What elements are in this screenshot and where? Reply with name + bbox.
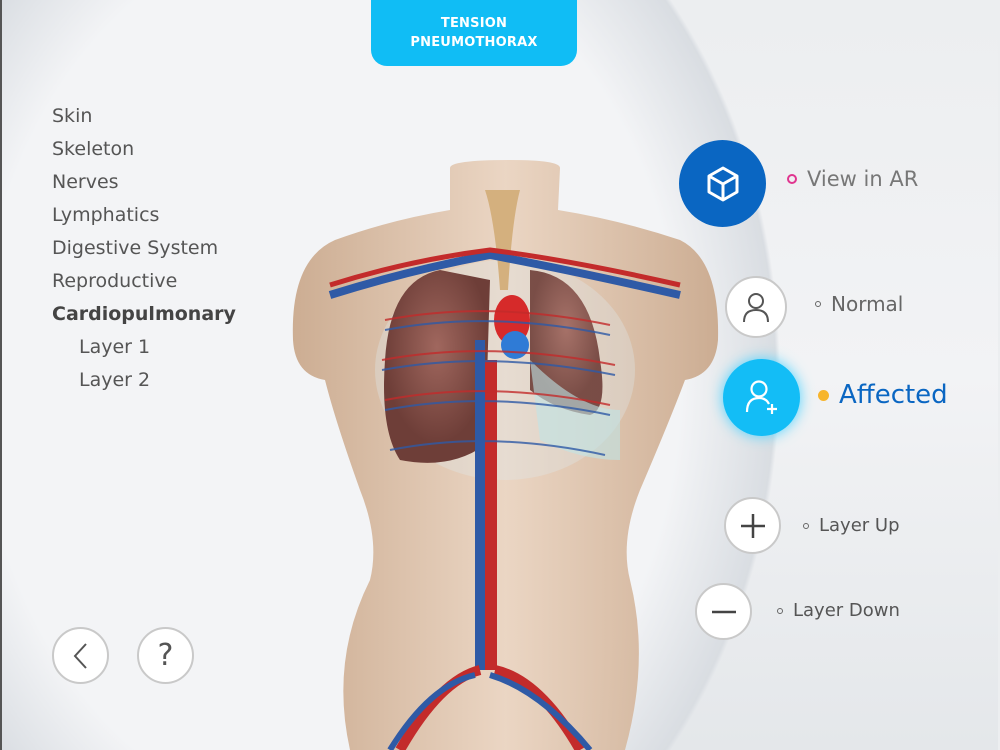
system-menu: Skin Skeleton Nerves Lymphatics Digestiv… xyxy=(52,103,236,400)
menu-item-nerves[interactable]: Nerves xyxy=(52,171,119,193)
affected-label[interactable]: Affected xyxy=(818,380,948,410)
menu-item-cardiopulmonary[interactable]: Cardiopulmonary xyxy=(52,303,236,325)
layer-down-text: Layer Down xyxy=(793,600,900,621)
affected-button[interactable] xyxy=(723,359,800,436)
back-button[interactable] xyxy=(52,627,109,684)
layer-up-button[interactable] xyxy=(724,497,781,554)
view-in-ar-text: View in AR xyxy=(807,167,919,191)
layer-up-text: Layer Up xyxy=(819,515,900,536)
normal-text: Normal xyxy=(831,292,904,316)
heart-atrium xyxy=(501,331,529,359)
menu-item-skeleton[interactable]: Skeleton xyxy=(52,138,135,160)
cube-icon xyxy=(707,166,738,201)
title-line-2: PNEUMOTHORAX xyxy=(410,35,538,50)
condition-title-button[interactable]: TENSION PNEUMOTHORAX xyxy=(371,0,577,66)
help-button[interactable]: ? xyxy=(137,627,194,684)
ar-dot xyxy=(787,174,797,184)
layer-up-dot xyxy=(803,522,809,529)
question-icon: ? xyxy=(157,638,174,673)
chevron-left-icon xyxy=(73,642,87,669)
aorta xyxy=(485,360,497,670)
menu-item-layer-1[interactable]: Layer 1 xyxy=(79,336,151,358)
menu-item-reproductive[interactable]: Reproductive xyxy=(52,270,178,292)
layer-down-dot xyxy=(777,607,783,614)
intercostal-arteries xyxy=(381,310,616,406)
affected-text: Affected xyxy=(839,380,948,410)
pleural-air xyxy=(530,360,620,460)
iliac-veins xyxy=(387,672,593,750)
left-edge xyxy=(0,0,2,750)
anatomy-model[interactable] xyxy=(290,160,730,750)
vena-cava xyxy=(475,340,485,670)
affected-dot xyxy=(818,389,829,401)
user-plus-icon xyxy=(745,379,777,414)
menu-item-lymphatics[interactable]: Lymphatics xyxy=(52,204,160,226)
menu-item-digestive[interactable]: Digestive System xyxy=(52,237,219,259)
layer-up-label[interactable]: Layer Up xyxy=(803,515,900,536)
menu-item-skin[interactable]: Skin xyxy=(52,105,93,127)
menu-item-layer-2[interactable]: Layer 2 xyxy=(79,369,151,391)
plus-icon xyxy=(740,513,765,538)
layer-down-label[interactable]: Layer Down xyxy=(777,600,900,621)
intercostal-veins xyxy=(381,320,616,456)
minus-icon xyxy=(711,610,736,613)
normal-label[interactable]: Normal xyxy=(815,292,903,316)
user-icon xyxy=(743,293,769,323)
normal-dot xyxy=(815,301,821,307)
subclavian-veins xyxy=(328,250,681,299)
view-in-ar-label[interactable]: View in AR xyxy=(787,167,918,191)
view-in-ar-button[interactable] xyxy=(679,140,766,227)
normal-button[interactable] xyxy=(725,276,787,338)
trachea xyxy=(485,190,520,290)
right-lung xyxy=(384,270,490,463)
title-line-1: TENSION xyxy=(440,16,508,31)
layer-down-button[interactable] xyxy=(695,583,752,640)
subclavian-arteries xyxy=(329,247,681,288)
